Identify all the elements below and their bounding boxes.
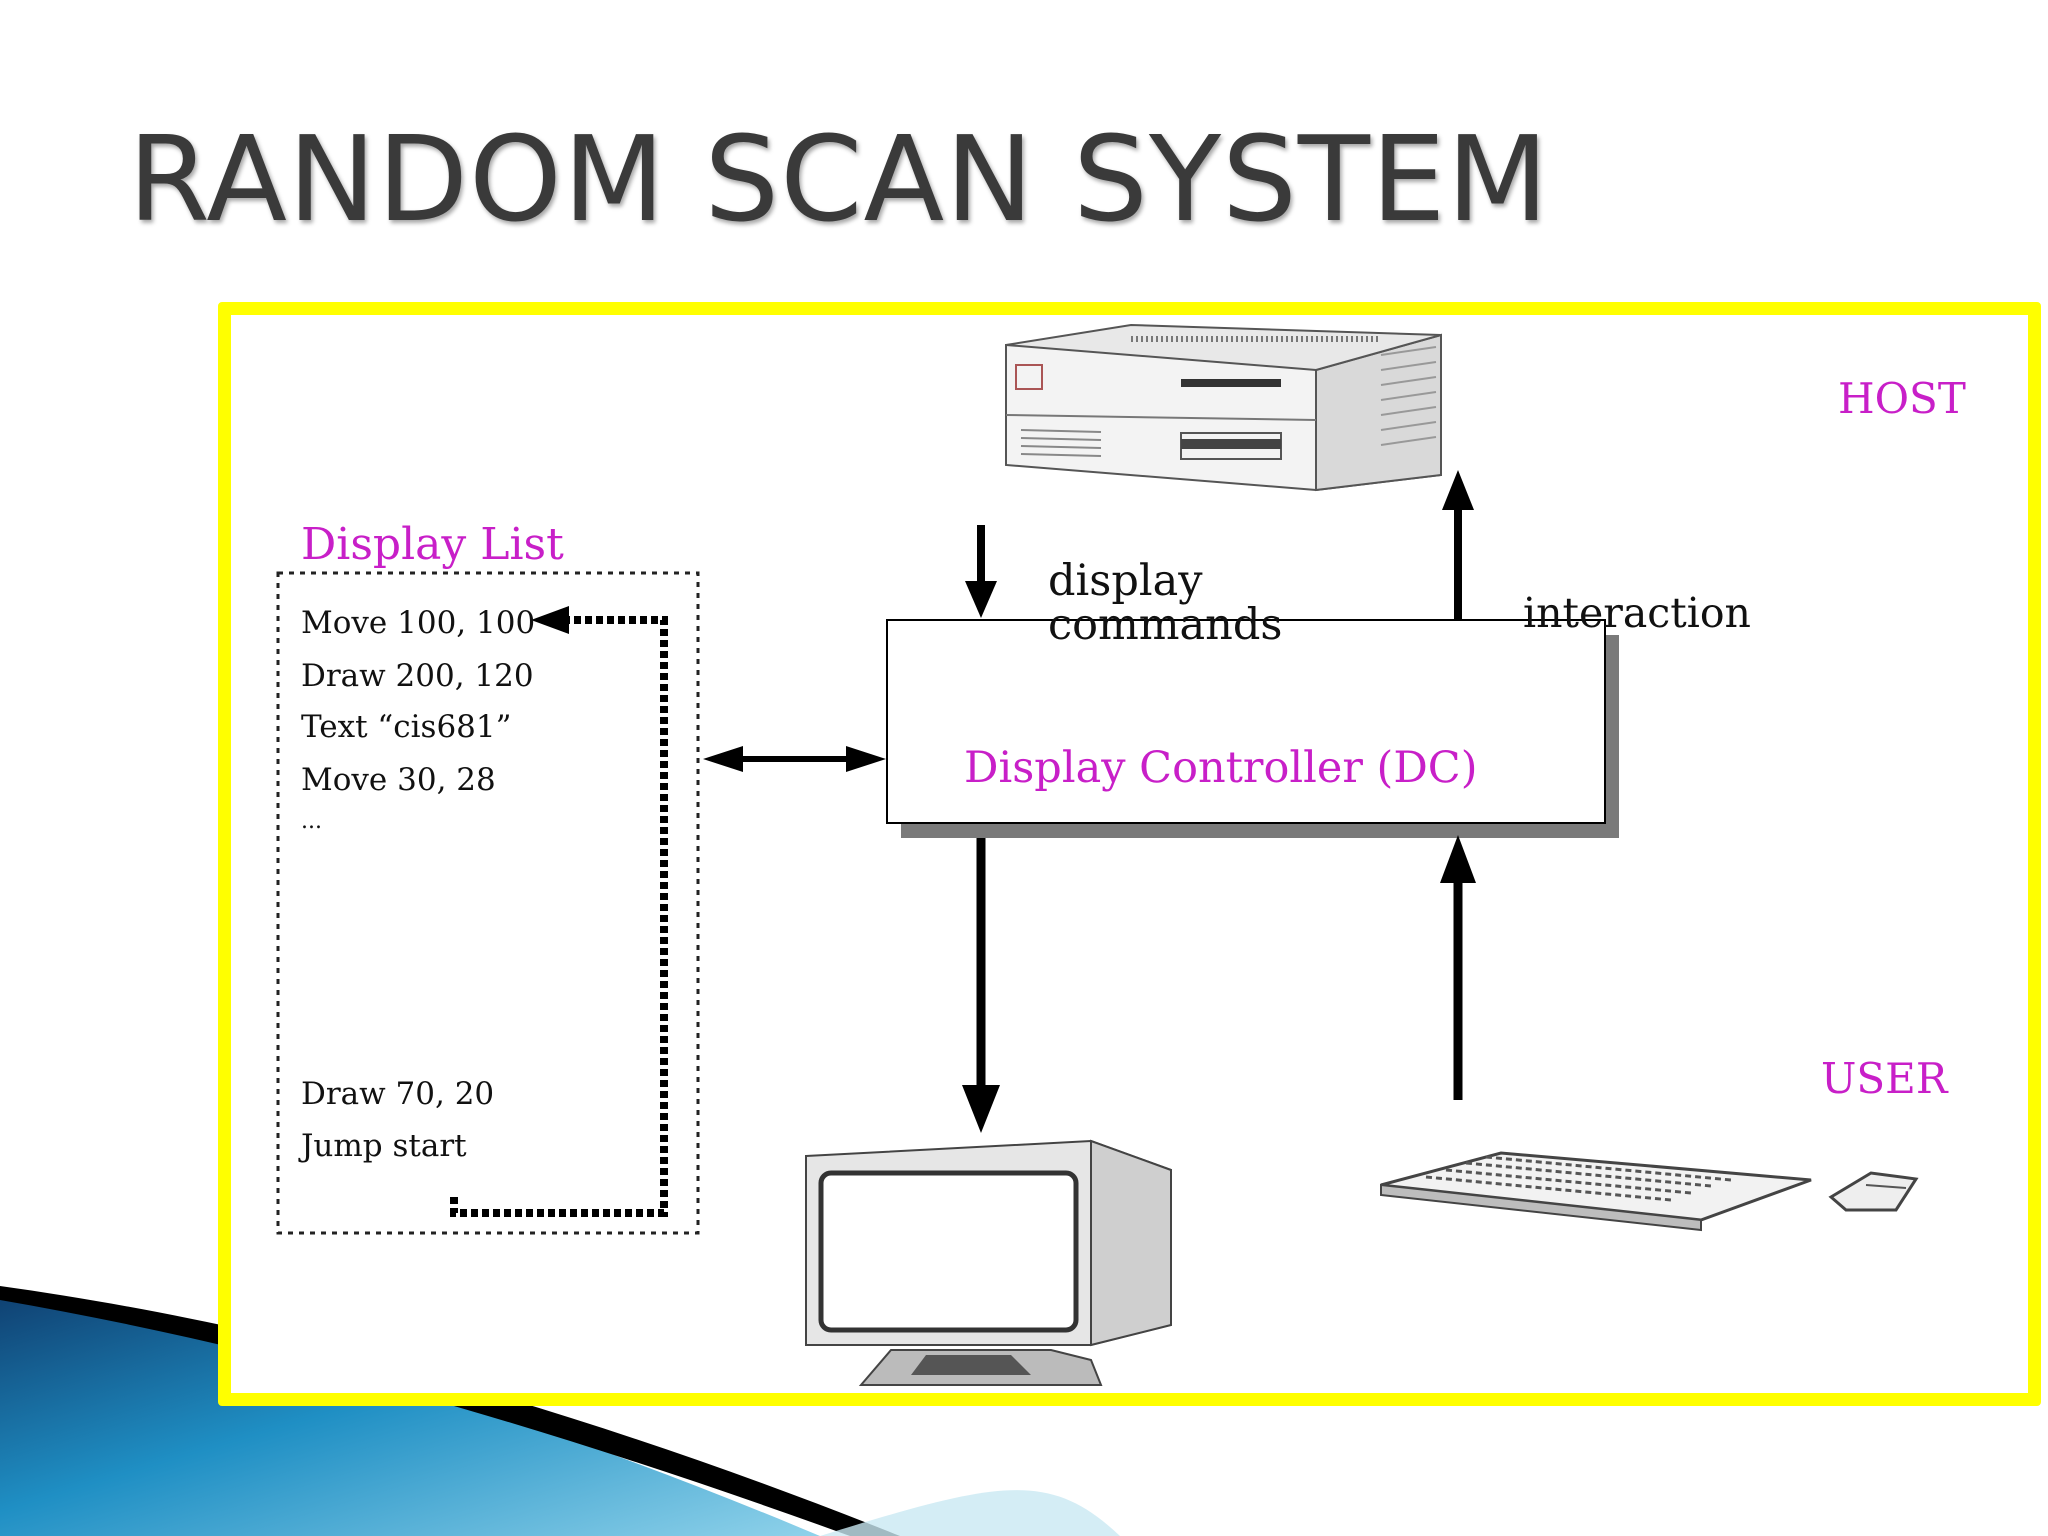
user-to-dc-arrow <box>1440 835 1476 1100</box>
display-commands-line1: display <box>1048 556 1203 606</box>
list-dc-double-arrow <box>703 746 886 772</box>
display-list-item: Move 30, 28 <box>301 762 496 798</box>
display-list-item: Draw 70, 20 <box>301 1076 495 1112</box>
display-commands-arrow <box>965 525 997 618</box>
display-list-item: ... <box>301 809 322 834</box>
keyboard-icon <box>1380 1151 1812 1232</box>
interaction-arrow <box>1442 470 1474 620</box>
dc-to-monitor-arrow <box>962 838 1000 1133</box>
display-commands-label: display commands <box>1048 559 1282 647</box>
interaction-label: interaction <box>1523 589 1751 637</box>
display-list-item: Text “cis681” <box>301 709 512 745</box>
slide-title: RANDOM SCAN SYSTEM <box>128 110 1550 248</box>
display-controller-box <box>886 619 1619 838</box>
display-list-item: Jump start <box>301 1128 467 1164</box>
host-computer-icon <box>1005 323 1442 492</box>
display-list-item: Move 100, 100 <box>301 605 536 641</box>
display-list-box <box>276 571 700 1235</box>
crt-monitor-icon <box>805 1139 1172 1386</box>
display-commands-line2: commands <box>1048 600 1283 650</box>
display-list-heading: Display List <box>301 519 564 570</box>
user-label: USER <box>1821 1054 1948 1103</box>
diagram-graphics <box>276 323 1919 1386</box>
host-label: HOST <box>1838 374 1966 423</box>
jump-loop-arrow <box>450 606 668 1217</box>
display-list-item: Draw 200, 120 <box>301 658 534 694</box>
mouse-icon <box>1828 1171 1919 1212</box>
display-controller-label: Display Controller (DC) <box>964 743 1478 793</box>
diagram-frame: Display List Move 100, 100 Draw 200, 120… <box>218 302 2041 1406</box>
